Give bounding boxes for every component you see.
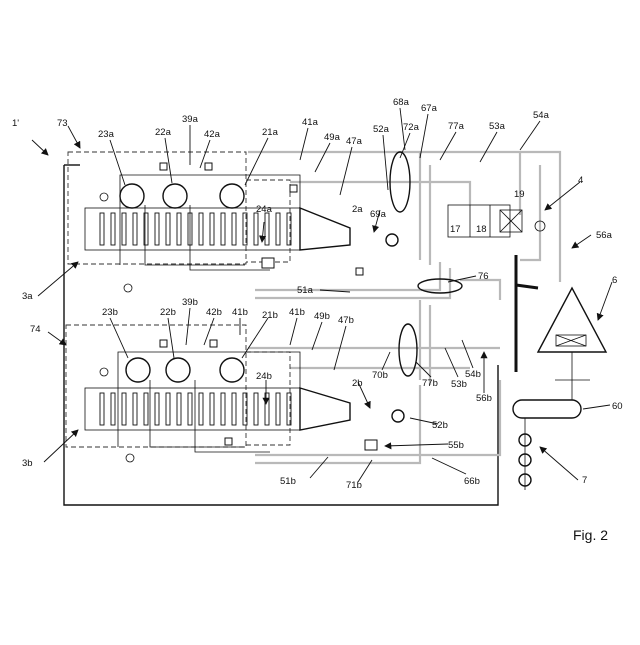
boiler-tube <box>276 213 280 245</box>
boiler-tube <box>111 393 115 425</box>
drum-21b <box>220 358 244 382</box>
boiler-tube <box>254 393 258 425</box>
label-66b: 66b <box>464 476 480 487</box>
label-3b: 3b <box>22 458 33 469</box>
label-56b: 56b <box>476 393 492 404</box>
label-49b: 49b <box>314 311 330 322</box>
label-4: 4 <box>578 175 583 186</box>
drum-22a <box>163 184 187 208</box>
label-22a: 22a <box>155 127 172 138</box>
label-24b: 24b <box>256 371 272 382</box>
label-51b: 51b <box>280 476 296 487</box>
boiler-tube <box>166 213 170 245</box>
label-21a: 21a <box>262 127 279 138</box>
label-23b: 23b <box>102 307 118 318</box>
figure-caption: Fig. 2 <box>573 527 608 543</box>
label-60: 60 <box>612 401 623 412</box>
boiler-tube <box>177 213 181 245</box>
boiler-tube <box>232 393 236 425</box>
label-39a: 39a <box>182 114 199 125</box>
label-17: 17 <box>450 224 461 235</box>
drum-23b <box>126 358 150 382</box>
label-53b: 53b <box>451 379 467 390</box>
boiler-tube <box>100 393 104 425</box>
boiler-tubes-b <box>100 393 291 425</box>
label-67a: 67a <box>421 103 438 114</box>
label-22b: 22b <box>160 307 176 318</box>
boiler-tube <box>199 393 203 425</box>
label-6: 6 <box>612 275 617 286</box>
boiler-tube <box>177 393 181 425</box>
boiler-tube <box>188 393 192 425</box>
boiler-tube <box>199 213 203 245</box>
label-77a: 77a <box>448 121 465 132</box>
boiler-tube <box>100 213 104 245</box>
label-19: 19 <box>514 189 525 200</box>
label-69a: 69a <box>370 209 387 220</box>
boiler-tube <box>265 213 269 245</box>
label-68a: 68a <box>393 97 410 108</box>
label-73: 73 <box>57 118 68 129</box>
label-74: 74 <box>30 324 41 335</box>
label-54a: 54a <box>533 110 550 121</box>
label-47b: 47b <box>338 315 354 326</box>
label-1-prime: 1' <box>12 118 19 129</box>
label-23a: 23a <box>98 129 115 140</box>
label-2b: 2b <box>352 378 363 389</box>
boiler-tube <box>111 213 115 245</box>
label-53a: 53a <box>489 121 506 132</box>
label-52b: 52b <box>432 420 448 431</box>
drum-21a <box>220 184 244 208</box>
label-52a: 52a <box>373 124 390 135</box>
label-18: 18 <box>476 224 487 235</box>
turbine-block <box>390 152 545 376</box>
label-41a: 41a <box>302 117 319 128</box>
label-71b: 71b <box>346 480 362 491</box>
label-41b-a: 41b <box>232 307 248 318</box>
label-70b: 70b <box>372 370 388 381</box>
label-7: 7 <box>582 475 587 486</box>
boiler-tube <box>210 213 214 245</box>
label-54b: 54b <box>465 369 481 380</box>
boiler-tube <box>232 213 236 245</box>
label-42a: 42a <box>204 129 221 140</box>
label-41b-b: 41b <box>289 307 305 318</box>
boiler-tube <box>221 393 225 425</box>
boiler-tube <box>276 393 280 425</box>
label-39b: 39b <box>182 297 198 308</box>
label-56a: 56a <box>596 230 613 241</box>
boiler-tube <box>122 393 126 425</box>
label-51a: 51a <box>297 285 314 296</box>
label-21b: 21b <box>262 310 278 321</box>
label-77b: 77b <box>422 378 438 389</box>
boiler-tube <box>155 213 159 245</box>
boiler-tube <box>166 393 170 425</box>
boiler-tube <box>133 393 137 425</box>
label-24a: 24a <box>256 204 273 215</box>
label-2a: 2a <box>352 204 363 215</box>
label-72a: 72a <box>403 122 420 133</box>
boiler-tube <box>254 213 258 245</box>
label-55b: 55b <box>448 440 464 451</box>
boiler-tube <box>122 213 126 245</box>
label-76: 76 <box>478 271 489 282</box>
label-49a: 49a <box>324 132 341 143</box>
reference-labels: 1' 73 23a 22a 39a 42a 21a 41a 49a 47a 52… <box>12 97 623 543</box>
boiler-tube <box>144 393 148 425</box>
drum-22b <box>166 358 190 382</box>
boiler-tube <box>221 213 225 245</box>
label-42b: 42b <box>206 307 222 318</box>
label-3a: 3a <box>22 291 33 302</box>
train-b <box>85 340 404 462</box>
drum-23a <box>120 184 144 208</box>
boiler-tube <box>210 393 214 425</box>
label-47a: 47a <box>346 136 363 147</box>
boiler-tube <box>133 213 137 245</box>
boiler-tube <box>155 393 159 425</box>
cooling-unit <box>513 285 606 490</box>
